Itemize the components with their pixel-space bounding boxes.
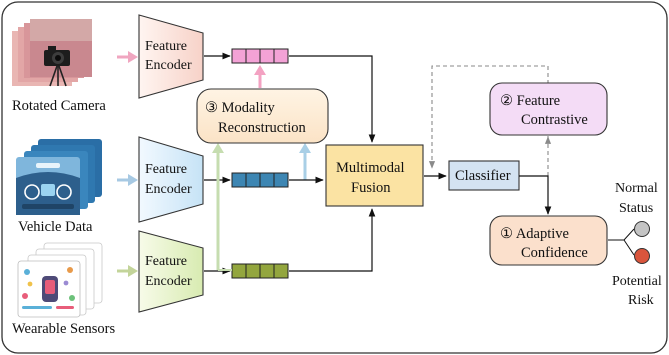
- feature-contrastive-box: [489, 82, 608, 136]
- camera-input-label: Rotated Camera: [12, 98, 106, 114]
- wearable-feature-encoder: Feature Encoder: [138, 230, 204, 313]
- camera-feature-encoder: Feature Encoder: [138, 14, 204, 99]
- normal-status-label-line1: Normal: [615, 181, 658, 196]
- potential-risk-dot: [634, 248, 650, 264]
- confidence-label-line1: ① Adaptive: [500, 226, 569, 242]
- vehicle-dashboard-icon: [16, 139, 102, 215]
- vehicle-input-label: Vehicle Data: [18, 219, 93, 235]
- adaptive-confidence-box: [489, 215, 608, 266]
- fusion-label-line1: Multimodal: [336, 160, 404, 176]
- fusion-label-line2: Fusion: [351, 180, 391, 196]
- classifier-box: [448, 160, 520, 191]
- confidence-label-line2: Confidence: [521, 245, 588, 261]
- encoder-label-line2: Encoder: [145, 58, 192, 73]
- camera-image-icon: [12, 19, 92, 87]
- wearable-stream-arrow: [117, 265, 138, 277]
- vehicle-stream-arrow: [117, 174, 138, 186]
- camera-stream-arrow: [117, 51, 138, 63]
- wearable-to-reconstruction-arrow: [212, 143, 224, 270]
- potential-risk-label-line2: Risk: [628, 293, 654, 308]
- encoder-label-line1: Feature: [145, 39, 187, 54]
- contrastive-label-line2: Contrastive: [521, 112, 588, 128]
- wearable-to-fusion-arrow: [289, 208, 376, 272]
- vehicle-to-reconstruction-arrow: [299, 143, 311, 180]
- encoder-label-line1: Feature: [145, 162, 187, 177]
- potential-risk-label-line1: Potential: [612, 274, 662, 289]
- modality-reconstruction-box: [196, 88, 329, 144]
- encoder-label-line2: Encoder: [145, 274, 192, 289]
- wearable-feature-vector: [231, 263, 289, 279]
- vehicle-feature-encoder: Feature Encoder: [138, 136, 204, 223]
- camera-feature-vector: [231, 48, 289, 64]
- normal-status-dot: [634, 221, 650, 237]
- confidence-to-risk-line: [623, 239, 635, 256]
- reconstruction-label-line2: Reconstruction: [218, 120, 307, 136]
- encoder-label-line1: Feature: [145, 254, 187, 269]
- wearable-sensors-icon: [17, 242, 103, 318]
- classifier-to-confidence-arrow: [519, 175, 552, 215]
- vehicle-feature-vector: [231, 172, 289, 188]
- reconstruction-label-line1: ③ Modality: [205, 100, 276, 116]
- camera-to-fusion-arrow: [289, 55, 376, 143]
- encoder-label-line2: Encoder: [145, 182, 192, 197]
- normal-status-label-line2: Status: [619, 201, 653, 216]
- contrastive-label-line1: ② Feature: [500, 93, 560, 109]
- multimodal-fusion-box: [325, 144, 424, 207]
- reconstruction-to-camera-arrow: [254, 65, 266, 88]
- wearable-input-label: Wearable Sensors: [12, 321, 115, 337]
- classifier-label: Classifier: [455, 168, 511, 184]
